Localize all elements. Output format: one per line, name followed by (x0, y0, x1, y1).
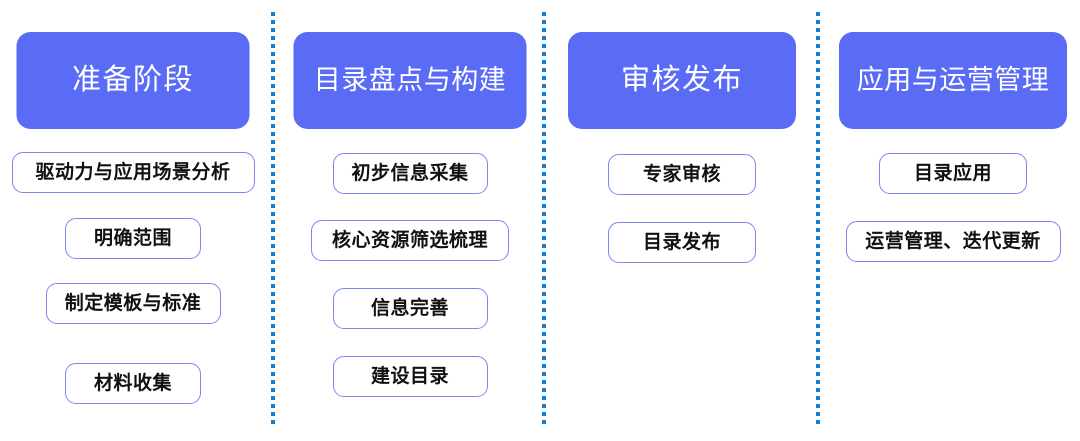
step-list-review-and-publish: 专家审核 目录发布 (552, 152, 812, 263)
step-pill-label: 建设目录 (370, 366, 449, 387)
column-divider-dotted (816, 12, 820, 426)
step-pill-label: 目录应用 (913, 163, 992, 184)
stage-column-preparation: 准备阶段 驱动力与应用场景分析 明确范围 制定模板与标准 材料收集 (0, 0, 266, 441)
step-pill[interactable]: 制定模板与标准 (45, 283, 221, 324)
stage-header-label: 应用与运营管理 (856, 65, 1050, 95)
step-list-preparation: 驱动力与应用场景分析 明确范围 制定模板与标准 材料收集 (0, 152, 266, 404)
step-pill[interactable]: 驱动力与应用场景分析 (11, 152, 255, 193)
step-pill[interactable]: 材料收集 (65, 363, 201, 404)
stage-column-application-and-operations: 应用与运营管理 目录应用 运营管理、迭代更新 (826, 0, 1080, 441)
stage-header-preparation[interactable]: 准备阶段 (16, 32, 250, 129)
step-pill-label: 运营管理、迭代更新 (865, 231, 1041, 252)
step-pill-label: 明确范围 (93, 228, 172, 249)
stage-header-catalog-inventory-and-build[interactable]: 目录盘点与构建 (293, 32, 527, 129)
stage-header-label: 目录盘点与构建 (313, 65, 507, 95)
step-pill-label: 制定模板与标准 (64, 293, 202, 314)
step-pill[interactable]: 初步信息采集 (332, 153, 488, 194)
step-list-catalog-inventory-and-build: 初步信息采集 核心资源筛选梳理 信息完善 建设目录 (281, 152, 539, 397)
step-pill[interactable]: 明确范围 (65, 218, 201, 259)
step-pill[interactable]: 信息完善 (332, 288, 488, 329)
step-pill-label: 驱动力与应用场景分析 (35, 162, 231, 183)
column-divider-dotted (542, 12, 546, 426)
stage-header-review-and-publish[interactable]: 审核发布 (568, 32, 796, 129)
column-divider-dotted (271, 12, 275, 426)
stage-column-review-and-publish: 审核发布 专家审核 目录发布 (552, 0, 812, 441)
step-pill-label: 专家审核 (642, 164, 721, 185)
step-pill-label: 核心资源筛选梳理 (331, 230, 488, 251)
stage-header-application-and-operations[interactable]: 应用与运营管理 (839, 32, 1067, 129)
step-pill-label: 信息完善 (370, 298, 449, 319)
step-pill-label: 初步信息采集 (351, 163, 469, 184)
step-pill[interactable]: 运营管理、迭代更新 (845, 221, 1061, 262)
step-list-application-and-operations: 目录应用 运营管理、迭代更新 (826, 152, 1080, 262)
step-pill[interactable]: 目录发布 (608, 222, 756, 263)
stage-header-label: 准备阶段 (71, 64, 194, 96)
step-pill[interactable]: 建设目录 (332, 356, 488, 397)
stage-column-catalog-inventory-and-build: 目录盘点与构建 初步信息采集 核心资源筛选梳理 信息完善 建设目录 (281, 0, 539, 441)
step-pill[interactable]: 专家审核 (608, 154, 756, 195)
step-pill[interactable]: 核心资源筛选梳理 (311, 220, 509, 261)
stage-header-label: 审核发布 (620, 64, 743, 96)
step-pill[interactable]: 目录应用 (879, 153, 1027, 194)
step-pill-label: 目录发布 (642, 232, 721, 253)
step-pill-label: 材料收集 (93, 373, 172, 394)
